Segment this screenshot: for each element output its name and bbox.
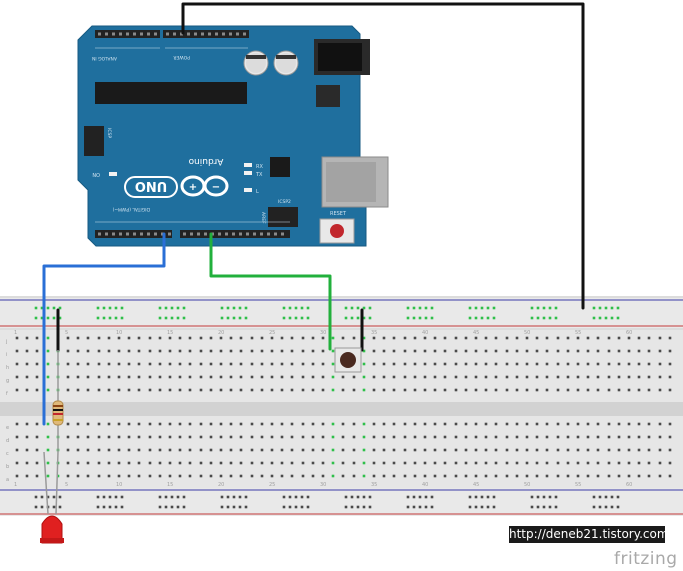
rx-led — [244, 163, 252, 167]
row-letter: i — [6, 352, 7, 358]
on-label: ON — [92, 171, 100, 177]
button-signal-wire — [209, 232, 332, 351]
column-number: 5 — [65, 482, 68, 488]
resistor — [52, 350, 64, 452]
column-number: 45 — [473, 482, 479, 488]
column-number: 50 — [524, 482, 530, 488]
row-letter: g — [6, 378, 9, 384]
column-number: 5 — [65, 330, 68, 336]
led-signal-wire — [42, 232, 166, 426]
capacitor-band — [276, 55, 296, 59]
column-number: 50 — [524, 330, 530, 336]
atmega-chip — [95, 82, 247, 104]
push-button — [334, 347, 362, 373]
breadboard-holes — [15, 306, 672, 509]
icsp2-header — [268, 207, 298, 227]
icsp-label: ICSP — [106, 128, 112, 138]
watermark: http://deneb21.tistory.com — [509, 526, 669, 543]
digital-label: DIGITAL (PWM~) — [112, 206, 150, 212]
row-letter: e — [6, 425, 9, 431]
aref-label: AREF — [260, 212, 266, 224]
column-number: 55 — [575, 482, 581, 488]
row-letter: f — [6, 391, 8, 397]
svg-text:−: − — [212, 182, 220, 193]
l-label: L — [256, 189, 259, 195]
column-number: 10 — [116, 330, 122, 336]
power-label: POWER — [173, 54, 190, 60]
row-letter: j — [5, 339, 7, 345]
rx-label: RX — [256, 164, 263, 170]
column-number: 15 — [167, 330, 173, 336]
column-number: 40 — [422, 330, 428, 336]
wires — [42, 2, 585, 426]
row-letter: b — [6, 464, 9, 470]
column-number: 20 — [218, 330, 224, 336]
column-number: 45 — [473, 330, 479, 336]
usb-chip — [270, 157, 290, 177]
fritzing-logo: fritzing — [614, 549, 678, 569]
column-number: 10 — [116, 482, 122, 488]
uno-label: UNO — [135, 178, 168, 193]
ground-wire — [181, 2, 585, 310]
reset-button — [319, 218, 355, 244]
arduino-brand-label: Arduino — [188, 156, 223, 166]
svg-text:+: + — [189, 182, 197, 193]
l-led — [244, 188, 252, 192]
column-number: 20 — [218, 482, 224, 488]
reset-label: RESET — [330, 211, 347, 217]
column-number: 55 — [575, 330, 581, 336]
column-number: 60 — [626, 482, 632, 488]
column-number: 15 — [167, 482, 173, 488]
row-letter: c — [6, 451, 9, 457]
voltage-regulator — [316, 85, 340, 107]
column-number: 35 — [371, 482, 377, 488]
column-number: 40 — [422, 482, 428, 488]
red-led — [40, 451, 64, 544]
row-letter: h — [6, 365, 9, 371]
column-number: 60 — [626, 330, 632, 336]
column-number: 25 — [269, 330, 275, 336]
on-led — [109, 172, 117, 176]
header-pins — [98, 32, 284, 236]
column-number: 35 — [371, 330, 377, 336]
column-number: 1 — [14, 330, 17, 336]
icsp-header — [84, 126, 104, 156]
row-letter: d — [6, 438, 9, 444]
analog-in-label: ANALOG IN — [92, 55, 117, 61]
power-header — [163, 30, 249, 38]
arduino-infinity-logo: + − — [180, 175, 229, 197]
uno-badge — [124, 176, 178, 198]
tx-led — [244, 171, 252, 175]
column-number: 1 — [14, 482, 17, 488]
icsp2-label: ICSP2 — [278, 199, 291, 205]
tx-label: TX — [255, 172, 263, 178]
capacitor-band — [246, 55, 266, 59]
row-letter: a — [6, 477, 9, 483]
column-number: 25 — [269, 482, 275, 488]
column-number: 30 — [320, 330, 326, 336]
breadboard: j i h g f e d c b a 11551010151520202525… — [0, 296, 683, 516]
arduino-uno-board: ANALOG IN POWER ICSP ON UNO + − — [77, 25, 389, 247]
column-numbers: 1155101015152020252530303535404045455050… — [14, 330, 632, 488]
column-number: 30 — [320, 482, 326, 488]
